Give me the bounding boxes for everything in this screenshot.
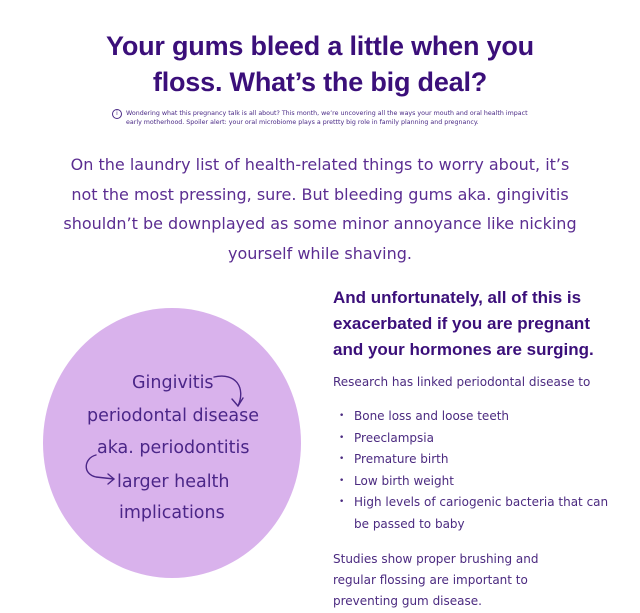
list-item: Low birth weight bbox=[338, 471, 618, 493]
risk-list: Bone loss and loose teeth Preeclampsia P… bbox=[338, 406, 618, 535]
page-title: Your gums bleed a little when you floss.… bbox=[60, 28, 580, 100]
note-text: Wondering what this pregnancy talk is al… bbox=[126, 110, 528, 126]
diagram-label-gingivitis: Gingivitis bbox=[132, 373, 214, 393]
info-icon: i bbox=[112, 109, 122, 119]
list-item: Preeclampsia bbox=[338, 428, 618, 450]
list-item: Premature birth bbox=[338, 449, 618, 471]
list-item: High levels of cariogenic bacteria that … bbox=[338, 492, 618, 535]
pregnancy-series-note: i Wondering what this pregnancy talk is … bbox=[112, 109, 532, 127]
diagram-label-larger-health: larger health bbox=[117, 472, 230, 492]
list-item: Bone loss and loose teeth bbox=[338, 406, 618, 428]
title-line-1: Your gums bleed a little when you bbox=[106, 31, 534, 61]
progression-circle bbox=[43, 308, 301, 578]
diagram-label-periodontitis: aka. periodontitis bbox=[97, 438, 250, 458]
intro-paragraph: On the laundry list of health-related th… bbox=[63, 155, 577, 263]
diagram-label-implications: implications bbox=[119, 503, 225, 523]
sidebar-heading: And unfortunately, all of this is exacer… bbox=[333, 288, 594, 359]
sidebar-footer-text: Studies show proper brushing and regular… bbox=[333, 552, 539, 608]
title-line-2: floss. What’s the big deal? bbox=[152, 67, 488, 97]
sidebar-lead-text: Research has linked periodontal disease … bbox=[333, 375, 591, 389]
diagram-label-periodontal-disease: periodontal disease bbox=[87, 406, 260, 426]
